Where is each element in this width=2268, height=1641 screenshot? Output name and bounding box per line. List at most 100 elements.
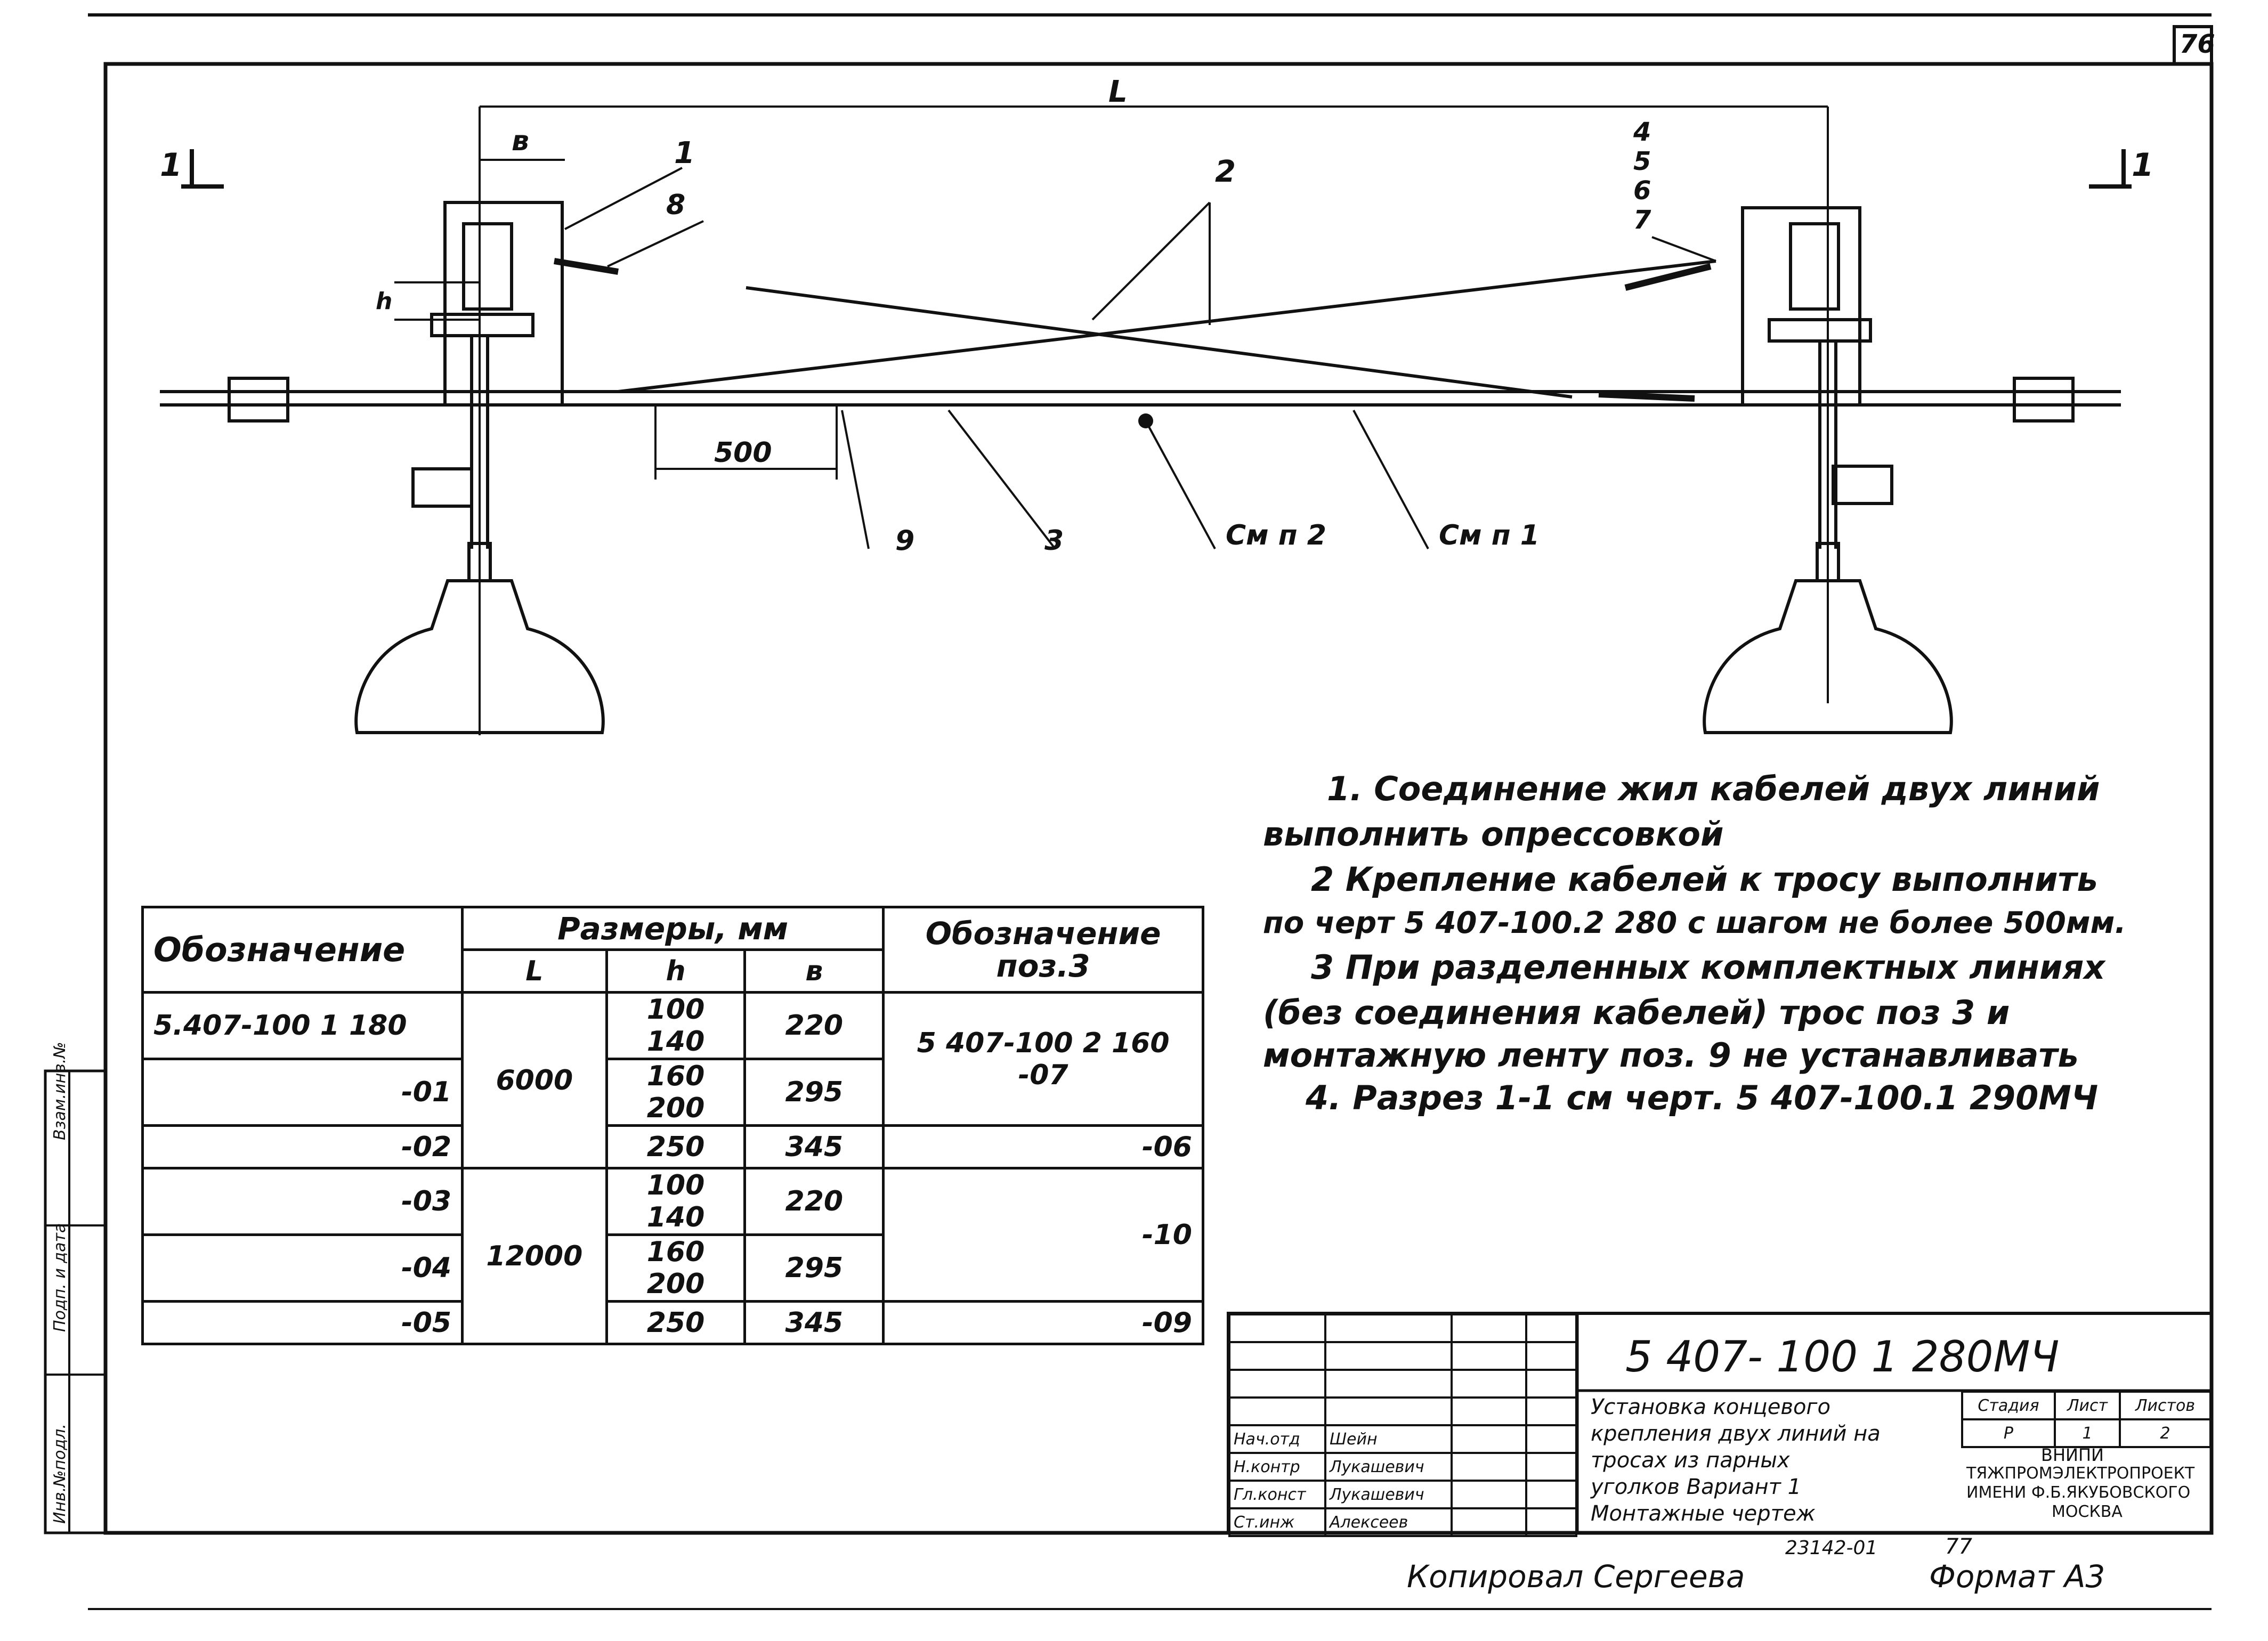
note-line-7: монтажную ленту поз. 9 не устанавливать (1263, 1036, 2079, 1075)
right-bracket (1741, 206, 1861, 407)
col-L: L (461, 948, 608, 994)
right-coupler (2013, 377, 2075, 423)
stage-table: Стадия Лист Листов Р 1 2 (1961, 1391, 2212, 1448)
cell-des: -05 (141, 1300, 464, 1345)
cell-h: 100 140 (605, 991, 747, 1060)
leader-9 (841, 410, 870, 549)
col-pos3: Обозначение поз.3 (882, 906, 1204, 994)
cell-des: -01 (141, 1058, 464, 1127)
cell-des: -03 (141, 1167, 464, 1236)
signature-grid: Нач.отд Шейн Н.контр Лукашевич Гл.конст … (1228, 1313, 1578, 1537)
cross-cable-2 (618, 259, 1716, 393)
dim-b-label: в (512, 125, 529, 157)
cell-b: 345 (743, 1300, 885, 1345)
cell-h: 250 (605, 1300, 747, 1345)
leader-7 (1651, 236, 1716, 262)
sheet-number-box (2173, 25, 2213, 66)
cell-des: -04 (141, 1233, 464, 1303)
dim-L-label: L (1108, 75, 1128, 109)
pos-label-4: 4 (1633, 117, 1651, 147)
sheets-label: Листов (2119, 1391, 2212, 1420)
right-turnbuckle-bottom (1598, 391, 1695, 402)
section-label-left: 1 (160, 147, 182, 184)
col-h: h (605, 948, 747, 994)
role: Ст.инж (1228, 1507, 1326, 1537)
name: Алексеев (1324, 1507, 1453, 1537)
cross-cable-1 (746, 286, 1573, 399)
note-line-3: 2 Крепление кабелей к тросу выполнить (1311, 860, 2098, 899)
cell-b: 345 (743, 1124, 885, 1169)
col-designation: Обозначение (141, 906, 464, 994)
title-line-2: крепления двух линий на (1591, 1421, 1881, 1446)
col-sizes: Размеры, мм (461, 906, 885, 951)
note-line-8: 4. Разрез 1-1 см черт. 5 407-100.1 290МЧ (1306, 1078, 2099, 1117)
bottom-number: 77 (1945, 1534, 1972, 1559)
title-line-1: Установка концевого (1591, 1395, 1830, 1419)
sheet-number: 76 (2180, 29, 2215, 59)
signature-row: Н.контр Лукашевич (1228, 1452, 1578, 1482)
title-line-5: Монтажные чертеж (1591, 1501, 1816, 1526)
pos-label-6: 6 (1633, 176, 1651, 206)
cell-des: 5.407-100 1 180 (141, 991, 464, 1060)
cell-L: 6000 (461, 991, 608, 1169)
right-box (1832, 465, 1893, 505)
side-stamp-label-1: Взам.инв.№ (51, 1042, 69, 1140)
left-lamp (354, 579, 605, 734)
org-line-4: МОСКВА (2052, 1502, 2123, 1521)
signature-row: Нач.отд Шейн (1228, 1424, 1578, 1454)
note-line-1: 1. Соединение жил кабелей двух линий (1327, 769, 2100, 808)
format-label: Формат А3 (1929, 1558, 2105, 1595)
bottom-code: 23142-01 (1785, 1537, 1878, 1559)
right-lamp (1703, 579, 1953, 734)
name: Шейн (1324, 1424, 1453, 1454)
cell-b: 295 (743, 1058, 885, 1127)
leader-p2 (1145, 420, 1216, 549)
table-row: -03 12000 100 140 220 -10 (141, 1167, 1204, 1345)
cell-h: 100 140 (605, 1167, 747, 1236)
stage-label: Стадия (1961, 1391, 2056, 1420)
pos-label-7: 7 (1633, 205, 1651, 235)
cell-b: 220 (743, 1167, 885, 1236)
table-row: -01 160 200 295 (141, 1058, 1203, 1127)
role: Н.контр (1228, 1452, 1326, 1482)
cell-pos3: 5 407-100 2 160 -07 (882, 991, 1204, 1127)
sheet-label: Лист (2053, 1391, 2121, 1420)
note-line-6: (без соединения кабелей) трос поз 3 и (1263, 993, 2010, 1032)
cell-des: -02 (141, 1124, 464, 1169)
left-box (411, 467, 473, 508)
leader-2a (1091, 201, 1211, 321)
callout-9: 9 (895, 525, 915, 557)
title-block-frame (1227, 1312, 2213, 1534)
signature-row: Гл.конст Лукашевич (1228, 1480, 1578, 1509)
stage-value: Р (1961, 1418, 2056, 1448)
leader-3 (947, 409, 1056, 550)
org-line-2: ТЯЖПРОМЭЛЕКТРОПРОЕКТ (1966, 1464, 2195, 1483)
pos-label-8: 8 (666, 189, 686, 221)
left-bracket (443, 201, 564, 407)
spec-table: Обозначение Размеры, мм Обозначение поз.… (141, 906, 1204, 1345)
col-b: в (743, 948, 885, 994)
signature-row: Ст.инж Алексеев (1228, 1507, 1578, 1537)
note-line-4: по черт 5 407-100.2 280 с шагом не более… (1263, 906, 2126, 940)
name: Лукашевич (1324, 1452, 1453, 1482)
right-insulator (1789, 222, 1840, 311)
copied-by: Копировал Сергеева (1407, 1558, 1745, 1595)
side-stamp (44, 1069, 107, 1534)
table-row: -02 250 345 -06 (141, 1124, 1204, 1169)
pos-label-1: 1 (674, 136, 695, 170)
leader-p1 (1352, 410, 1429, 549)
callout-see-p2: См п 2 (1226, 519, 1326, 551)
callout-3: 3 (1044, 525, 1064, 557)
title-line-3: тросах из парных (1591, 1448, 1790, 1473)
cell-b: 220 (743, 991, 885, 1060)
cell-b: 295 (743, 1233, 885, 1303)
title-line-4: уголков Вариант 1 (1591, 1475, 1802, 1499)
document-code: 5 407- 100 1 280МЧ (1625, 1332, 2060, 1382)
cell-h: 160 200 (605, 1233, 747, 1303)
note-line-5: 3 При разделенных комплектных линиях (1311, 948, 2105, 987)
cell-h: 250 (605, 1124, 747, 1169)
cell-L: 12000 (461, 1167, 608, 1345)
cell-pos3: -06 (882, 1124, 1204, 1169)
pos-label-5: 5 (1633, 147, 1651, 176)
